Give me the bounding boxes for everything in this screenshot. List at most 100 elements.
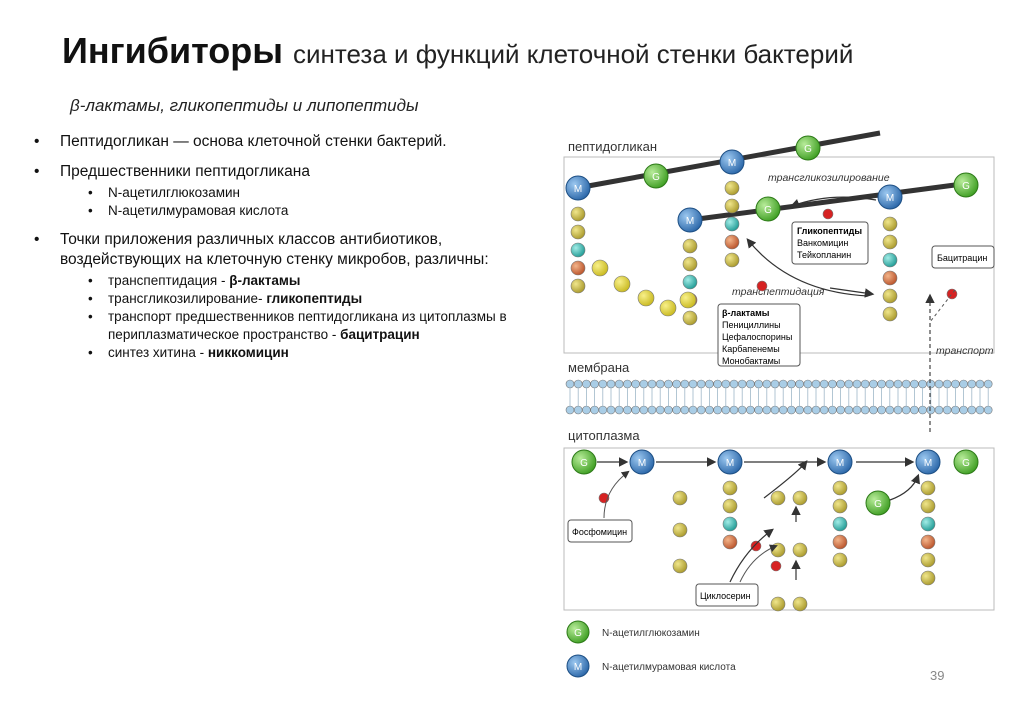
lipid-head [737, 379, 747, 389]
amino-acid-bead [682, 256, 698, 272]
glucosamine-node [755, 196, 781, 222]
amino-acid-bead [722, 516, 738, 532]
label-transglycosylation: трансгликозилирование [768, 172, 890, 184]
amino-acid-bead [724, 216, 740, 232]
lipid-head [705, 379, 714, 389]
lipid-head [655, 405, 665, 415]
bacitracin-box: Бацитрацин [931, 245, 995, 269]
lipid-head [860, 379, 870, 389]
lipid-head [754, 405, 763, 415]
node-label: G [574, 628, 582, 639]
lipid-head [910, 379, 919, 389]
lipid-head [565, 379, 575, 389]
amino-acid-bead [882, 252, 898, 268]
box-item: Карбапенемы [722, 344, 780, 354]
lipid-head [565, 405, 575, 415]
glycopeptides-box: Гликопептиды Ванкомицин Тейкопланин [791, 221, 869, 265]
node-label: G [804, 144, 812, 155]
sub-item: N-ацетилмурамовая кислота [60, 202, 552, 220]
bullet-text: Точки приложения различных классов антиб… [60, 231, 489, 268]
lipid-head [819, 379, 829, 389]
node-label: G [962, 458, 970, 469]
lipid-head [869, 405, 878, 415]
label-membrane: мембрана [568, 360, 630, 375]
muramic-node [827, 449, 853, 475]
glycine-bead [591, 259, 609, 277]
sub-item: трансгликозилирование- гликопептиды [60, 290, 552, 308]
amino-acid-bead [770, 490, 786, 506]
sub-item: N-ацетилглюкозамин [60, 184, 552, 202]
lipid-head [778, 405, 788, 415]
lipid-head [598, 405, 608, 415]
lipid-head [721, 379, 731, 389]
box-item: Монобактамы [722, 356, 780, 366]
lipid-head [983, 379, 993, 389]
lipid-head [631, 379, 640, 389]
lipid-head [983, 405, 993, 415]
amino-acid-bead [570, 206, 586, 222]
sub-bold: β-лактамы [229, 273, 301, 288]
node-label: G [652, 172, 660, 183]
lipid-head [672, 405, 681, 415]
glucosamine-node [953, 172, 979, 198]
lipid-head [926, 405, 936, 415]
lipid-head [696, 405, 706, 415]
glycan-backbone-bottom [689, 180, 971, 223]
lipid-head [836, 405, 845, 415]
lipid-head [746, 405, 755, 415]
amino-acid-bead [672, 490, 688, 506]
sub-item: синтез хитина - никкомицин [60, 344, 552, 362]
betalactams-box: β-лактамы Пенициллины Цефалоспорины Карб… [717, 303, 801, 367]
lipid-head [844, 379, 854, 389]
amino-acid-bead [920, 552, 936, 568]
amino-acid-bead [792, 542, 808, 558]
fosfomycin-link [603, 470, 630, 519]
cycloserine-link [739, 544, 778, 583]
lipid-head [852, 379, 862, 389]
amino-acid-bead [724, 252, 740, 268]
lipid-head [795, 379, 804, 389]
lipid-head [819, 405, 829, 415]
lipid-head [762, 379, 772, 389]
membrane-bilayer [565, 379, 993, 415]
amino-acid-bead [682, 238, 698, 254]
muramic-node [915, 449, 941, 475]
lipid-head [901, 379, 911, 389]
amino-acid-bead [882, 288, 898, 304]
label-peptidoglycan: пептидогликан [568, 139, 657, 154]
sub-list: N-ацетилглюкозамин N-ацетилмурамовая кис… [60, 184, 552, 220]
lipid-head [910, 405, 919, 415]
legend-m-label: N-ацетилмурамовая кислота [602, 662, 736, 673]
lipid-head [942, 405, 952, 415]
node-label: M [686, 216, 694, 227]
amino-acid-bead [724, 198, 740, 214]
lipid-head [869, 379, 878, 389]
amino-acid-bead [832, 498, 848, 514]
lipid-head [647, 405, 657, 415]
amino-acid-bead [682, 310, 698, 326]
amino-acid-bead [724, 180, 740, 196]
box-item: Фосфомицин [572, 527, 627, 537]
lipid-head [623, 379, 632, 389]
node-label: M [574, 662, 582, 673]
lipid-head [590, 405, 599, 415]
lipid-head [778, 379, 788, 389]
lipid-head [828, 379, 837, 389]
glycine-bead [613, 275, 631, 293]
box-item: Ванкомицин [797, 238, 848, 248]
node-label: M [836, 458, 844, 469]
lipid-head [811, 405, 821, 415]
legend-g-icon [566, 620, 590, 644]
amino-acid-bead [882, 216, 898, 232]
lipid-head [696, 379, 706, 389]
lipid-head [803, 379, 813, 389]
arrow-transpeptidation [746, 238, 869, 297]
lipid-head [655, 379, 665, 389]
lipid-head [647, 379, 657, 389]
amino-acid-bead [792, 490, 808, 506]
node-label: G [580, 458, 588, 469]
upper-sugars: M G M G M G M G [565, 135, 979, 233]
node-label: M [638, 458, 646, 469]
cytoplasm-sugars: G M M M M G G [571, 449, 979, 516]
inhibition-markers [598, 208, 958, 572]
